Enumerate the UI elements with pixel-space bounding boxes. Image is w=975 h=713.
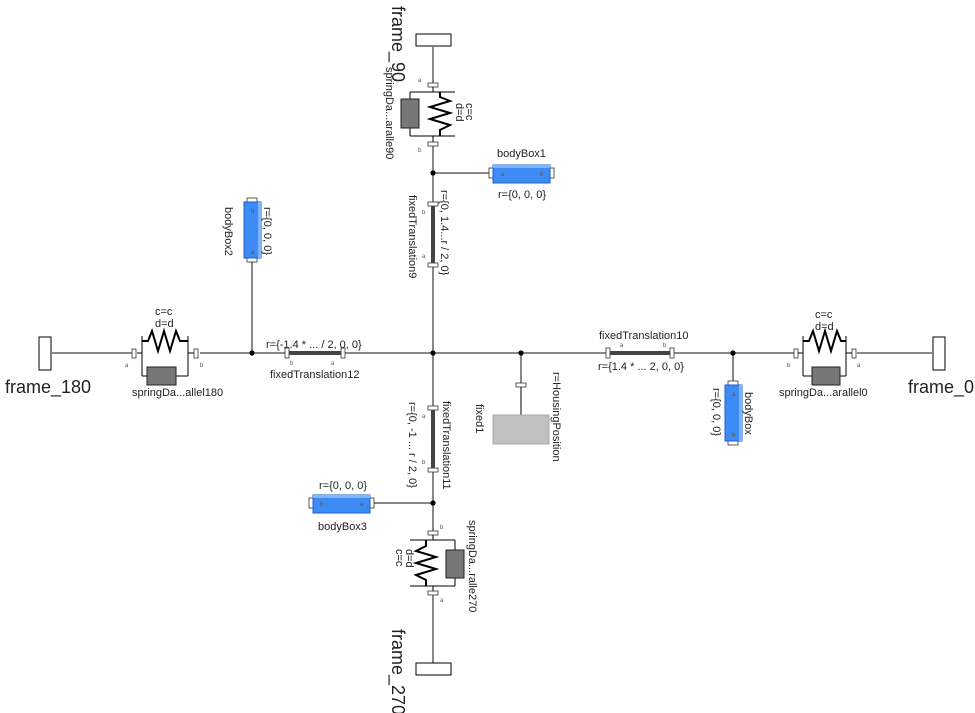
- svg-text:a: a: [422, 414, 426, 420]
- fixed-translation11[interactable]: a b fixedTranslation11 r={0, -1 ... r / …: [406, 401, 452, 490]
- svg-text:a: a: [251, 250, 255, 256]
- fixed1-ground[interactable]: [492, 414, 550, 445]
- svg-text:b: b: [540, 172, 544, 178]
- body-box2[interactable]: b a bodyBox2 r={0, 0, 0}: [222, 197, 273, 263]
- spring-270: [412, 540, 440, 586]
- svg-text:a: a: [360, 502, 364, 508]
- spring-0-d: d=d: [815, 321, 834, 333]
- svg-text:b: b: [251, 209, 255, 215]
- body-box2-r: r={0, 0, 0}: [261, 207, 273, 255]
- junction-bottom: [430, 500, 436, 506]
- frame-90[interactable]: frame_90: [387, 6, 452, 82]
- fixed-translation10-r: r={1.4 * ... 2, 0, 0}: [598, 361, 684, 373]
- spring-90-name: springDa...aralle90: [383, 67, 395, 159]
- body-box3[interactable]: b a r={0, 0, 0} bodyBox3: [308, 480, 375, 533]
- svg-text:a: a: [422, 254, 426, 260]
- fixed-translation9-r: r={0, 1.4...r / 2, 0}: [438, 190, 450, 276]
- damper-90: [400, 98, 420, 129]
- frame-180-box[interactable]: [38, 336, 52, 371]
- frame-90-box[interactable]: [415, 33, 452, 47]
- frame-0[interactable]: frame_0: [908, 336, 974, 398]
- body-box3-r: r={0, 0, 0}: [319, 480, 367, 492]
- frame-0-box[interactable]: [932, 336, 946, 371]
- spring-0-name: springDa...arallel0: [779, 387, 868, 399]
- body-box1[interactable]: a b bodyBox1 r={0, 0, 0}: [488, 148, 555, 201]
- spring-damper-270[interactable]: b a d=d c=c springDa...ralle270: [393, 520, 478, 612]
- fixed-translation12-r: r={-1.4 * ... / 2, 0, 0}: [266, 339, 362, 351]
- spring-90-c: c=c: [463, 103, 475, 121]
- spring-damper-0[interactable]: b a c=c d=d springDa...arallel0: [779, 309, 868, 399]
- fixed-translation10[interactable]: a b fixedTranslation10 r={1.4 * ... 2, 0…: [598, 330, 688, 373]
- body-box-r: r={0, 0, 0}: [710, 388, 722, 436]
- spring-0-c: c=c: [815, 309, 833, 321]
- svg-text:a: a: [331, 361, 335, 367]
- svg-text:b: b: [200, 363, 204, 369]
- fixed-translation10-name: fixedTranslation10: [599, 330, 688, 342]
- svg-text:b: b: [787, 363, 791, 369]
- frame-270[interactable]: frame_270: [387, 629, 452, 713]
- spring-270-c: c=c: [393, 549, 405, 567]
- spring-0: [803, 327, 846, 355]
- junction-center: [430, 350, 436, 356]
- svg-text:b: b: [732, 433, 736, 439]
- spring-180-c: c=c: [155, 306, 173, 318]
- fixed1-r: r=HousingPosition: [550, 372, 562, 462]
- connection-wires: [52, 47, 932, 663]
- svg-text:a: a: [418, 78, 422, 84]
- fixed-translation12-name: fixedTranslation12: [270, 369, 359, 381]
- junction-fixed: [518, 350, 524, 356]
- frame-270-label: frame_270: [387, 629, 408, 713]
- spring-270-name: springDa...ralle270: [466, 520, 478, 612]
- fixed-translation9[interactable]: b a fixedTranslation9 r={0, 1.4...r / 2,…: [406, 190, 450, 278]
- fixed-translation11-r: r={0, -1 ... r / 2, 0}: [406, 402, 418, 488]
- damper-270: [445, 549, 465, 579]
- svg-text:b: b: [290, 361, 294, 367]
- spring-180: [142, 327, 188, 355]
- svg-text:a: a: [620, 343, 624, 349]
- svg-text:a: a: [125, 363, 129, 369]
- body-box1-name: bodyBox1: [497, 148, 546, 160]
- fixed1[interactable]: fixed1 r=HousingPosition: [473, 372, 562, 462]
- fixed-translation12[interactable]: b a r={-1.4 * ... / 2, 0, 0} fixedTransl…: [266, 339, 362, 381]
- spring-180-d: d=d: [155, 318, 174, 330]
- svg-text:b: b: [422, 210, 426, 216]
- spring-90: [426, 92, 454, 136]
- frame-90-label: frame_90: [387, 6, 408, 82]
- junction-top: [430, 170, 436, 176]
- svg-text:a: a: [440, 598, 444, 604]
- fixed1-name: fixed1: [473, 404, 485, 433]
- svg-text:b: b: [422, 460, 426, 466]
- damper-180: [146, 366, 177, 386]
- spring-180-name: springDa...allel180: [132, 387, 223, 399]
- fixed-translation9-name: fixedTranslation9: [406, 195, 418, 278]
- body-box2-name: bodyBox2: [222, 207, 234, 256]
- spring-damper-90[interactable]: a b c=c d=d springDa...aralle90: [383, 67, 475, 159]
- body-box-name: bodyBox: [742, 392, 754, 435]
- svg-text:a: a: [857, 363, 861, 369]
- frame-0-label: frame_0: [908, 377, 974, 398]
- body-box1-r: r={0, 0, 0}: [498, 189, 546, 201]
- body-box3-name: bodyBox3: [318, 521, 367, 533]
- damper-0: [811, 366, 841, 386]
- svg-text:b: b: [320, 502, 324, 508]
- junction-dots: [249, 170, 736, 506]
- svg-text:b: b: [418, 148, 422, 154]
- frame-180-label: frame_180: [5, 377, 91, 398]
- svg-text:a: a: [501, 172, 505, 178]
- spring-90-d: d=d: [453, 103, 465, 122]
- svg-text:b: b: [440, 525, 444, 531]
- svg-text:b: b: [663, 343, 667, 349]
- spring-270-d: d=d: [403, 549, 415, 568]
- body-box[interactable]: a b r={0, 0, 0} bodyBox: [710, 380, 754, 446]
- junction-left: [249, 350, 255, 356]
- fixed-translation11-name: fixedTranslation11: [440, 401, 452, 490]
- frame-180[interactable]: frame_180: [5, 336, 91, 398]
- frame-270-box[interactable]: [415, 662, 452, 676]
- junction-right: [730, 350, 736, 356]
- spring-damper-180[interactable]: a b c=c d=d springDa...allel180: [125, 306, 223, 399]
- svg-text:a: a: [732, 392, 736, 398]
